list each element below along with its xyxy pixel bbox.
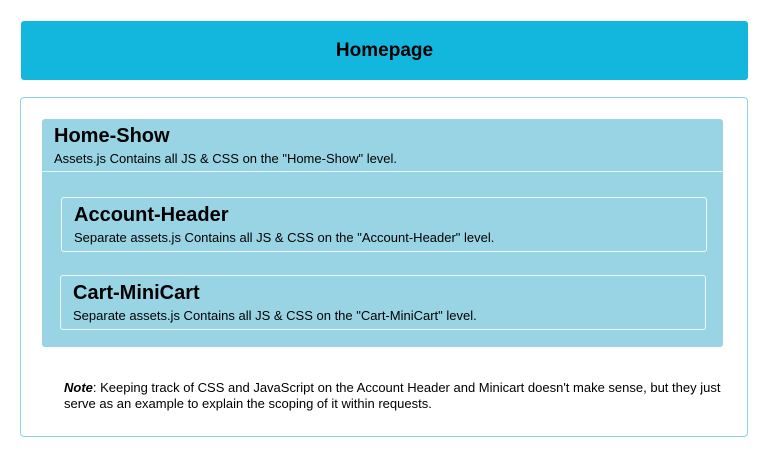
- home-show-description: Assets.js Contains all JS & CSS on the "…: [54, 151, 398, 166]
- home-show-head: Home-Show Assets.js Contains all JS & CS…: [42, 119, 723, 172]
- home-show-title: Home-Show: [54, 125, 170, 147]
- account-header-description: Separate assets.js Contains all JS & CSS…: [74, 230, 495, 245]
- note-label: Note: [64, 380, 93, 395]
- note-text: Note: Keeping track of CSS and JavaScrip…: [64, 380, 744, 412]
- cart-minicart-box: Cart-MiniCart Separate assets.js Contain…: [60, 275, 706, 330]
- account-header-box: Account-Header Separate assets.js Contai…: [61, 197, 707, 252]
- cart-minicart-title: Cart-MiniCart: [73, 282, 200, 304]
- cart-minicart-description: Separate assets.js Contains all JS & CSS…: [73, 308, 477, 323]
- homepage-header: Homepage: [21, 21, 748, 80]
- homepage-title: Homepage: [335, 39, 434, 61]
- account-header-title: Account-Header: [74, 204, 229, 226]
- note-body: : Keeping track of CSS and JavaScript on…: [64, 380, 721, 411]
- home-show-panel: Home-Show Assets.js Contains all JS & CS…: [42, 119, 723, 347]
